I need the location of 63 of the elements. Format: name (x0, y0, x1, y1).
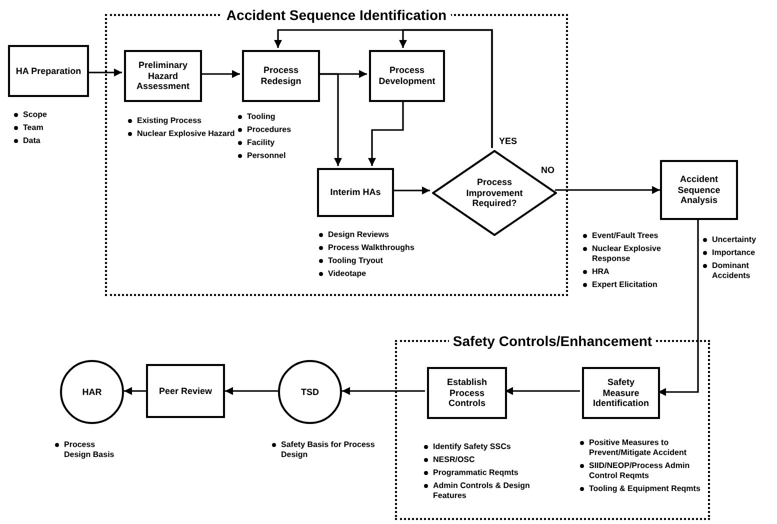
bullet-text: Dominant Accidents (712, 261, 752, 281)
bullet-text: Event/Fault Trees (592, 231, 658, 241)
bullet-text: Programmatic Reqmts (433, 468, 518, 478)
arrow (124, 387, 146, 395)
bullet-text: Tooling Tryout (328, 256, 383, 266)
decision-diamond (432, 150, 557, 236)
bullet-text: Design Reviews (328, 230, 389, 240)
process-box (8, 45, 89, 97)
node-label: Establish Process Controls (446, 376, 488, 410)
process-box (660, 160, 738, 220)
bullet-text: Expert Elicitation (592, 280, 658, 290)
process-box (242, 50, 320, 102)
process-box (582, 367, 660, 419)
node-label: Process Improvement Required? (465, 176, 524, 210)
node-label: Process Development (378, 65, 436, 87)
arrow (342, 387, 425, 395)
process-box (427, 367, 507, 419)
node-label: Preliminary Hazard Assessment (135, 60, 191, 92)
bullet-text: Personnel (247, 151, 286, 161)
arrow (225, 387, 278, 395)
process-box (317, 168, 394, 217)
bullet-text: Process Design Basis (64, 440, 116, 460)
bullet-text: Procedures (247, 125, 292, 135)
bullet-text: Nuclear Explosive Hazard (137, 129, 235, 139)
process-box (146, 364, 225, 418)
node-label: HA Preparation (16, 66, 82, 76)
node-label: Accident Sequence Analysis (676, 174, 722, 206)
node-label: TSD (301, 386, 319, 398)
bullet-text: Positive Measures to Prevent/Mitigate Accident (589, 438, 688, 458)
arrow (505, 387, 580, 395)
node-label: Process Redesign (260, 65, 302, 87)
arrow (368, 100, 404, 166)
bullet-text: Tooling & Equipment Reqmts (589, 484, 700, 494)
process-box (369, 50, 445, 102)
bullet-text: Nuclear Explosive Response (592, 244, 662, 264)
arrow (392, 186, 430, 194)
arrow (200, 70, 240, 78)
node-label: HAR (82, 386, 102, 398)
bullet-text: Existing Process (137, 116, 202, 126)
node-label: Interim HAs (330, 187, 381, 198)
bullet-text: Process Walkthroughs (328, 243, 414, 253)
arrow (399, 29, 493, 148)
bullet-text: SIID/NEOP/Process Admin Control Reqmts (589, 461, 691, 481)
process-box (124, 50, 202, 102)
bullet-text: Facility (247, 138, 275, 148)
bullet-text: Data (23, 136, 40, 146)
bullet-text: Videotape (328, 269, 366, 279)
arrow (555, 186, 660, 194)
bullet-text: Admin Controls & Design Features (433, 481, 531, 501)
arrow (318, 73, 342, 166)
bullet-text: Uncertainty (712, 235, 756, 245)
arrow (658, 220, 699, 396)
bullet-text: Tooling (247, 112, 276, 122)
arrow (89, 68, 122, 76)
bullet-text: Scope (23, 110, 48, 120)
node-label: Safety Measure Identification (592, 376, 650, 410)
bullet-text: Team (23, 123, 44, 133)
bullet-text: Importance (712, 248, 756, 258)
bullet-text: Safety Basis for Process Design (281, 440, 376, 460)
node-label: Peer Review (158, 386, 212, 396)
bullet-text: NESR/OSC (433, 455, 475, 465)
bullet-text: HRA (592, 267, 610, 277)
bullet-text: Identify Safety SSCs (433, 442, 511, 452)
